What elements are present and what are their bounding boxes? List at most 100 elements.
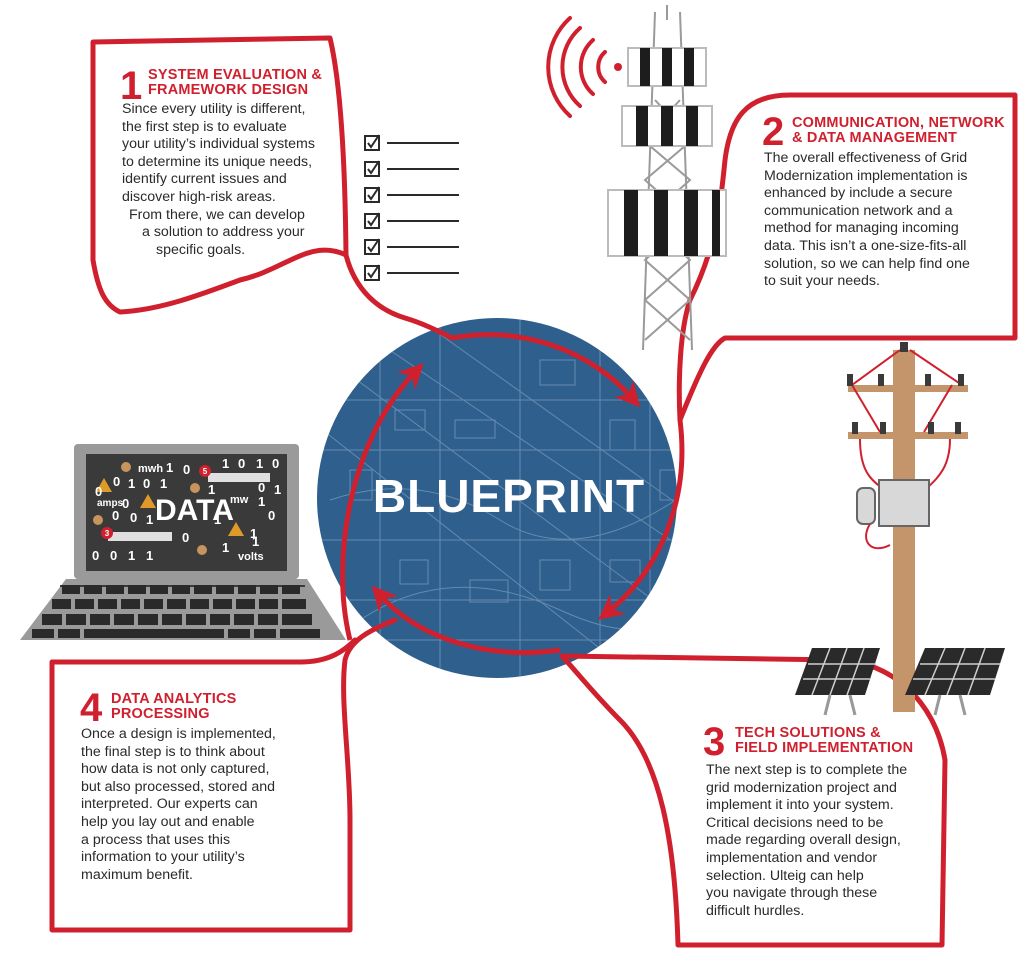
svg-text:0: 0 [130, 510, 137, 525]
coin-icon [190, 483, 200, 493]
body-line: solution, so we can help find one [764, 255, 970, 272]
body-line: implementation and vendor [706, 849, 878, 866]
step-title-line: FRAMEWORK DESIGN [148, 82, 309, 98]
body-line: you navigate through these [706, 885, 878, 902]
body-line: data. This isn’t a one-size-fits-all [764, 237, 967, 254]
step-title-line: & DATA MANAGEMENT [792, 130, 958, 146]
body-line: The overall effectiveness of Grid [764, 150, 968, 166]
utility-pole-icon [847, 342, 968, 712]
step-title-line: COMMUNICATION, NETWORK [792, 115, 1005, 131]
svg-text:1: 1 [214, 512, 221, 527]
body-line: implement it into your system. [706, 797, 894, 814]
unit-label: mwh [138, 463, 163, 475]
svg-text:1: 1 [208, 482, 215, 497]
body-line: selection. Ulteig can help [706, 867, 864, 884]
body-line: to determine its unique needs, [122, 153, 313, 170]
svg-text:1: 1 [250, 526, 257, 541]
body-line: discover high-risk areas. [122, 188, 276, 205]
body-line: Modernization implementation is [764, 167, 968, 184]
laptop-icon: DATA 5 3 mwh amps mw volts 1 0 1 0 1 [20, 444, 346, 640]
svg-text:1: 1 [252, 534, 259, 549]
svg-text:1: 1 [274, 482, 281, 497]
body-line: communication network and a [764, 202, 953, 219]
step-3-title: TECH SOLUTIONS & FIELD IMPLEMENTATION [735, 726, 913, 756]
body-line: a process that uses this [81, 831, 231, 848]
step-2-number: 2 [762, 110, 785, 154]
svg-text:0: 0 [272, 456, 279, 471]
step-1-body: Since every utility is different, the fi… [122, 101, 315, 259]
body-line: enhanced by include a secure [764, 185, 953, 202]
body-line: information to your utility’s [81, 849, 245, 866]
svg-text:1: 1 [222, 540, 229, 555]
body-line: a solution to address your [142, 224, 305, 241]
step-title-line: SYSTEM EVALUATION & [148, 67, 323, 83]
communication-tower-icon [607, 5, 727, 351]
body-line: help you lay out and enable [81, 813, 255, 830]
unit-label: mw [230, 494, 249, 506]
body-line: method for managing incoming [764, 220, 959, 237]
body-line: difficult hurdles. [706, 902, 805, 919]
body-line: The next step is to complete the [706, 762, 908, 778]
radio-signal-icon [546, 16, 622, 118]
coin-icon [93, 515, 103, 525]
binary-digits: 1 0 1 0 1 0 0 1 0 1 0 1 0 1 0 1 0 0 1 1 [92, 456, 281, 563]
step-1-number: 1 [120, 64, 143, 108]
step-3-number: 3 [703, 720, 726, 764]
svg-text:0: 0 [112, 508, 119, 523]
step-title-line: FIELD IMPLEMENTATION [735, 740, 914, 756]
blueprint-title: BLUEPRINT [373, 470, 645, 522]
step-2-body: The overall effectiveness of Grid Modern… [764, 150, 970, 291]
svg-text:1: 1 [222, 456, 229, 471]
laptop-screen: DATA 5 3 mwh amps mw volts 1 0 1 0 1 [92, 456, 281, 563]
svg-text:1: 1 [146, 512, 153, 527]
svg-text:1: 1 [256, 456, 263, 471]
svg-text:0: 0 [110, 548, 117, 563]
step-1-frame [90, 35, 455, 341]
svg-text:0: 0 [182, 530, 189, 545]
arrow-step-1-to-center [451, 332, 641, 408]
step-4-number: 4 [80, 686, 103, 730]
svg-text:0: 0 [92, 548, 99, 563]
warning-icon [140, 494, 156, 508]
data-label: DATA [155, 494, 234, 527]
body-line: identify current issues and [122, 171, 287, 188]
blueprint-circle: BLUEPRINT [317, 318, 677, 678]
svg-text:0: 0 [183, 462, 190, 477]
cycle-arrow-icon [340, 332, 685, 655]
body-line: From there, we can develop [129, 206, 305, 223]
step-title-line: DATA ANALYTICS [111, 691, 237, 707]
badge-icon [199, 465, 211, 477]
step-3-body: The next step is to complete the grid mo… [706, 762, 907, 920]
body-line: the first step is to evaluate [122, 118, 287, 135]
body-line: interpreted. Our experts can [81, 796, 258, 813]
svg-text:0: 0 [95, 484, 102, 499]
arrow-step-2-to-center [598, 419, 685, 620]
warning-icon [96, 478, 112, 492]
coin-icon [121, 462, 131, 472]
svg-text:0: 0 [143, 476, 150, 491]
coin-icon [197, 545, 207, 555]
body-line: specific goals. [156, 241, 246, 258]
body-line: but also processed, stored and [81, 778, 276, 795]
unit-label: volts [238, 551, 264, 563]
body-line: Critical decisions need to be [706, 814, 884, 831]
svg-text:1: 1 [128, 548, 135, 563]
badge-count: 5 [203, 467, 208, 476]
svg-text:0: 0 [258, 480, 265, 495]
svg-text:1: 1 [166, 460, 173, 475]
body-line: to suit your needs. [764, 273, 880, 290]
solar-panel-icon [795, 647, 1005, 716]
svg-text:0: 0 [238, 456, 245, 471]
svg-text:0: 0 [122, 496, 129, 511]
badge-count: 3 [105, 529, 110, 538]
svg-text:0: 0 [268, 508, 275, 523]
step-4-title: DATA ANALYTICS PROCESSING [111, 692, 237, 722]
svg-text:1: 1 [128, 476, 135, 491]
body-line: how data is not only captured, [81, 761, 270, 778]
arrow-step-4-to-center [340, 362, 424, 641]
step-4-frame [49, 617, 398, 933]
svg-text:0: 0 [113, 474, 120, 489]
body-line: made regarding overall design, [706, 832, 901, 849]
step-title-line: TECH SOLUTIONS & [735, 725, 881, 741]
